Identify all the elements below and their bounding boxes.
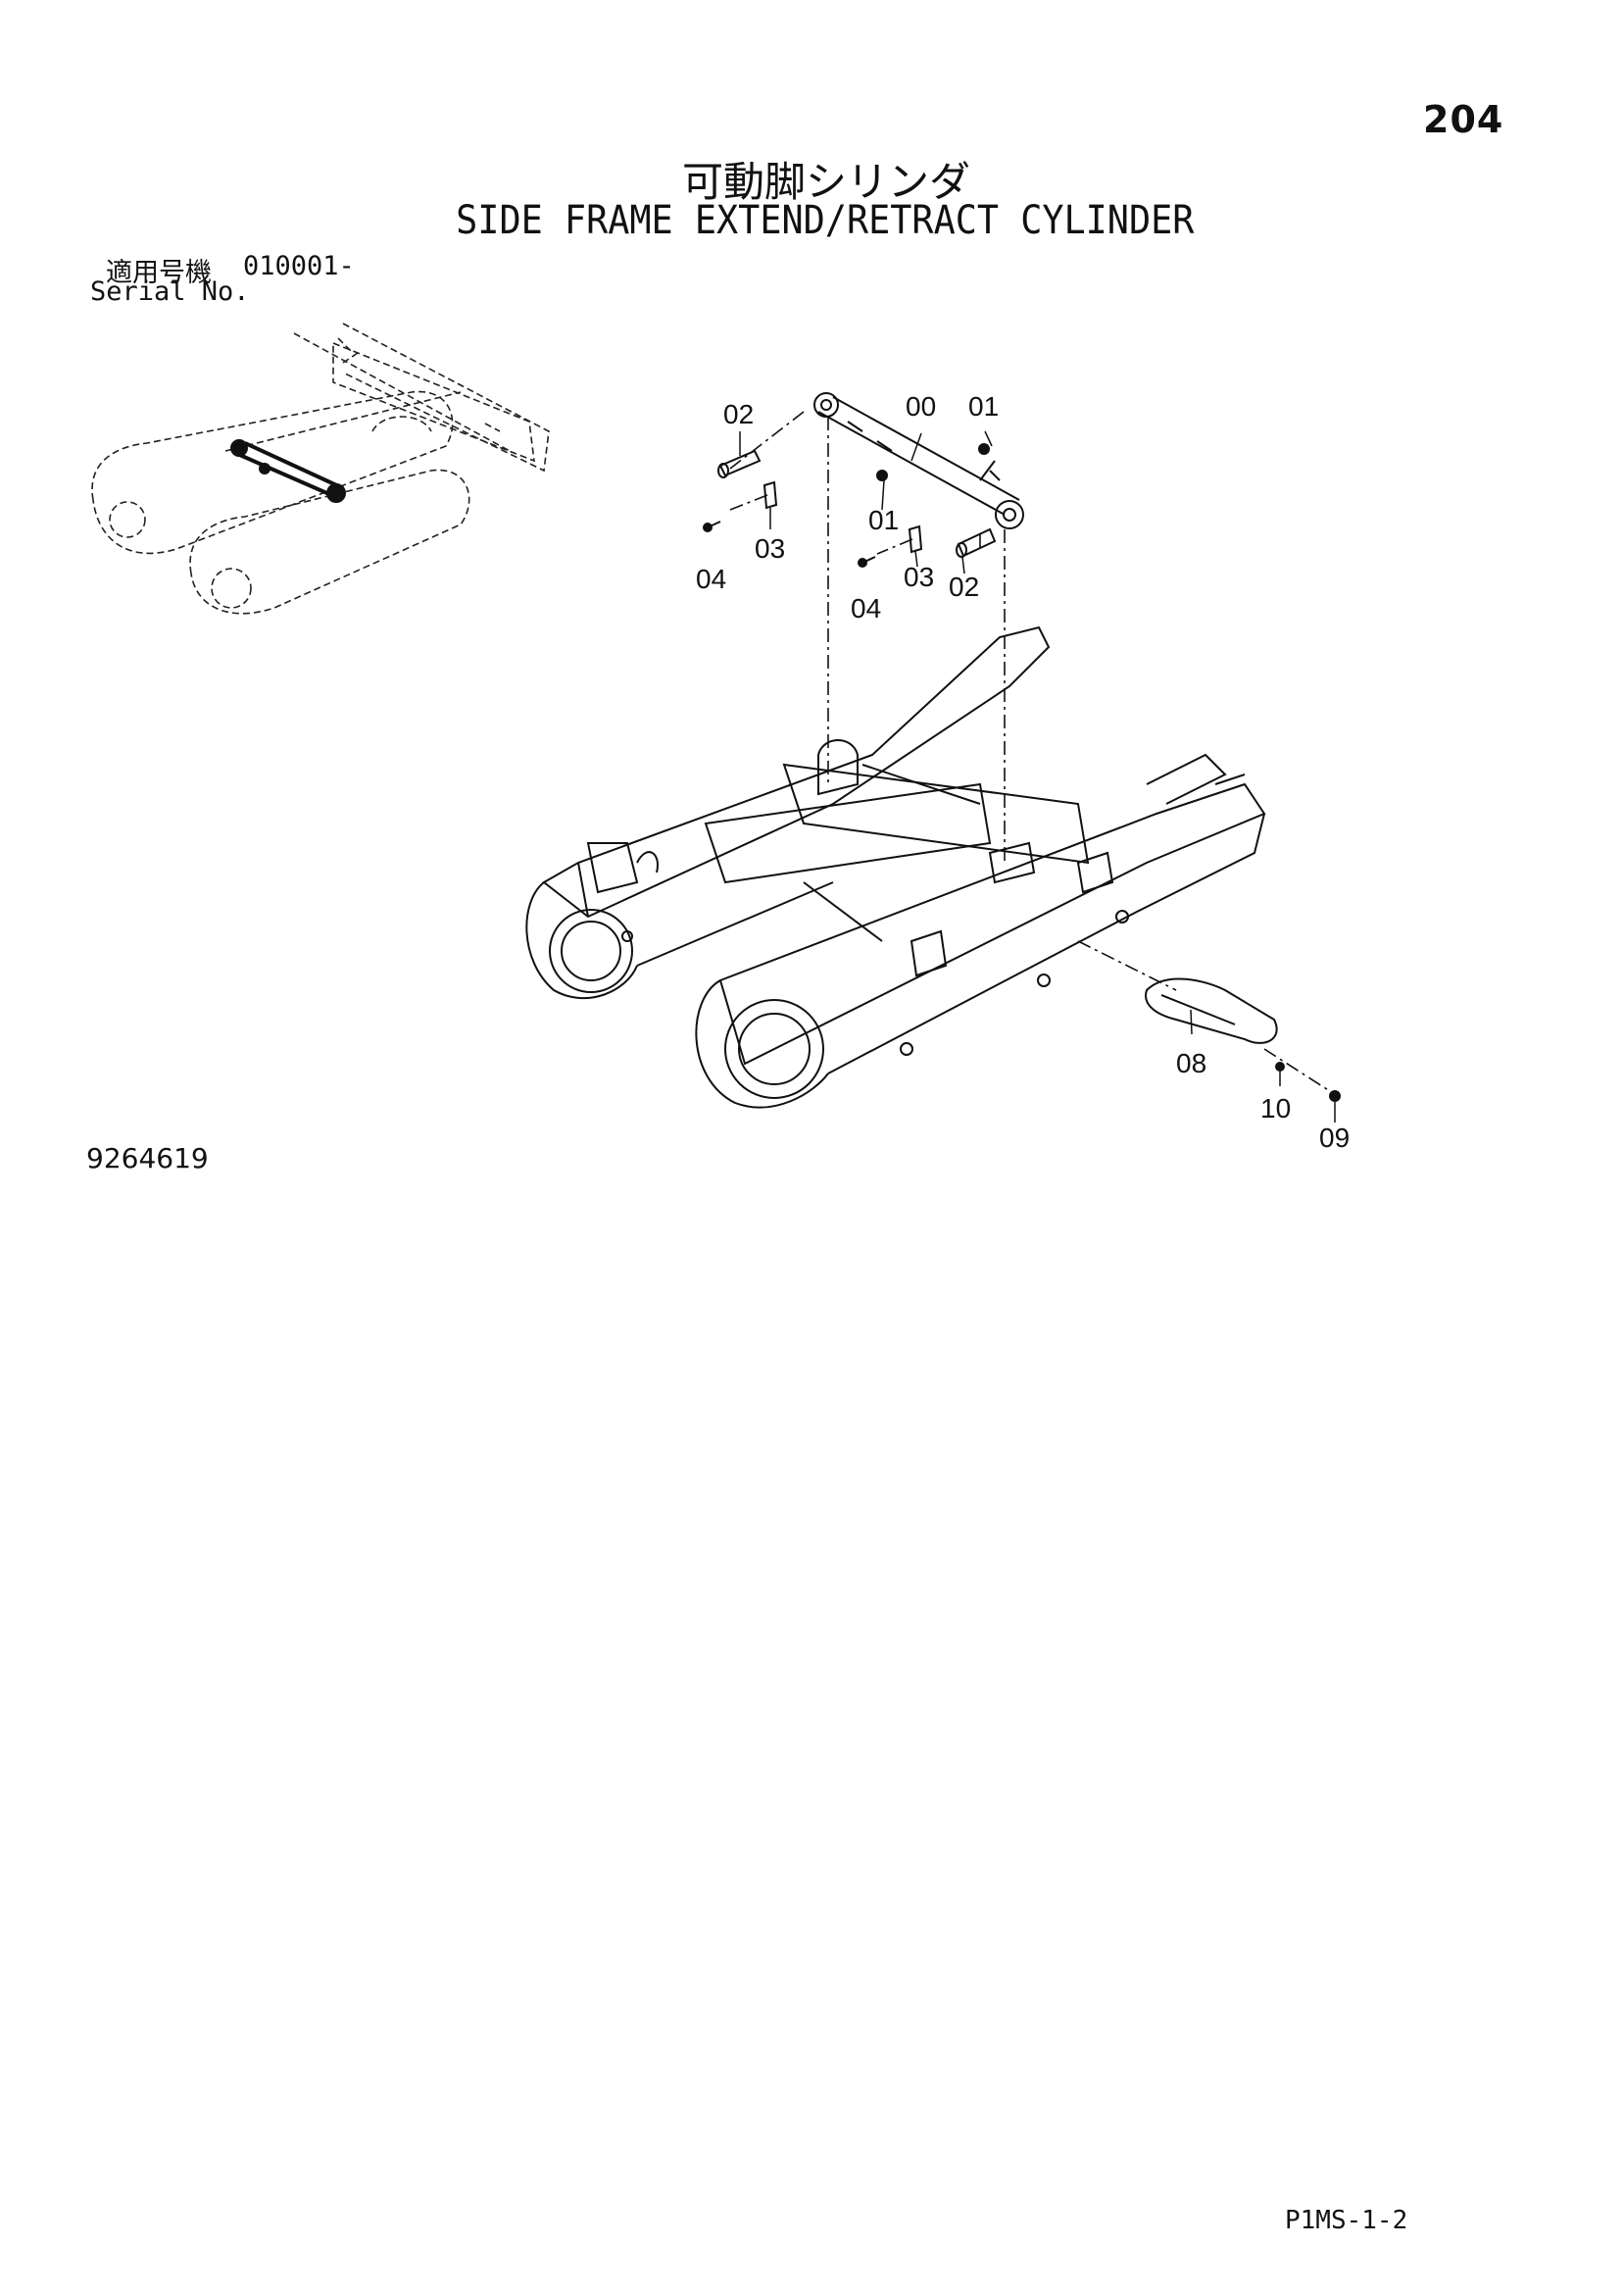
guide-plate-part bbox=[1145, 977, 1278, 1044]
drawing-number: 9264619 bbox=[86, 1142, 209, 1174]
page-number: 204 bbox=[1423, 98, 1504, 141]
callout-02-upper: 02 bbox=[723, 399, 754, 429]
serial-label-english: Serial No. bbox=[90, 276, 250, 307]
serial-label-japanese: 適用号機 bbox=[106, 258, 212, 288]
callout-03-right: 03 bbox=[904, 562, 934, 592]
cylinder-assembly bbox=[703, 392, 1341, 1102]
serial-number-value: 010001- bbox=[243, 251, 355, 281]
locator-thumbnail bbox=[91, 323, 550, 615]
leader-lines bbox=[739, 430, 1336, 1123]
locator-highlight-cylinder bbox=[230, 439, 346, 503]
callout-02-lower: 02 bbox=[949, 572, 979, 602]
callout-00: 00 bbox=[906, 391, 936, 422]
callout-01-upper: 01 bbox=[968, 391, 999, 422]
track-frame-illustration bbox=[525, 625, 1266, 1109]
page-title-japanese: 可動脚シリンダ bbox=[681, 158, 970, 206]
callout-04-right: 04 bbox=[851, 593, 881, 624]
callout-03-left: 03 bbox=[755, 533, 785, 564]
alignment-lines bbox=[729, 411, 1334, 1094]
callout-labels: 02 00 01 01 03 04 03 02 04 08 10 09 bbox=[696, 391, 1350, 1153]
callout-08: 08 bbox=[1176, 1048, 1206, 1078]
page-title-english: SIDE FRAME EXTEND/RETRACT CYLINDER bbox=[456, 198, 1195, 243]
catalog-page-code: P1MS-1-2 bbox=[1285, 2206, 1408, 2235]
callout-09: 09 bbox=[1319, 1123, 1350, 1153]
callout-01-lower: 01 bbox=[868, 505, 899, 535]
callout-10: 10 bbox=[1260, 1093, 1291, 1123]
callout-04-left: 04 bbox=[696, 564, 726, 594]
